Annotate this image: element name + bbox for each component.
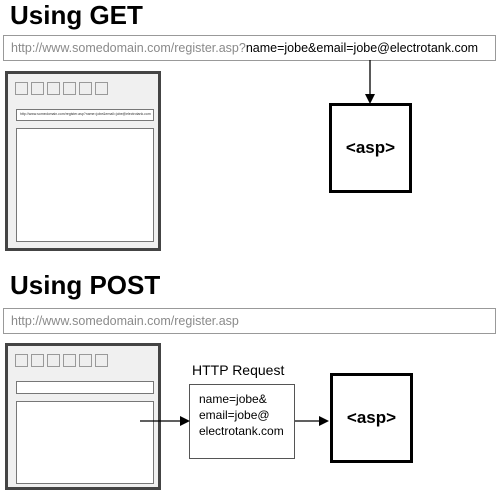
toolbar-button[interactable] xyxy=(63,354,76,367)
toolbar-button[interactable] xyxy=(63,82,76,95)
post-browser-address-field[interactable] xyxy=(16,381,154,394)
post-browser-window xyxy=(5,343,161,490)
get-browser-window: http://www.somedomain.com/register.asp?n… xyxy=(5,71,161,251)
http-request-body: name=jobe& email=jobe@ electrotank.com xyxy=(189,384,295,459)
get-server-box: <asp> xyxy=(329,103,412,193)
post-url-bar[interactable]: http://www.somedomain.com/register.asp xyxy=(3,308,496,334)
get-url-query: name=jobe&email=jobe@electrotank.com xyxy=(245,41,479,55)
toolbar-button[interactable] xyxy=(79,82,92,95)
post-browser-content-area xyxy=(16,401,154,484)
toolbar-button[interactable] xyxy=(31,82,44,95)
request-line: email=jobe@ xyxy=(199,408,270,422)
toolbar-button[interactable] xyxy=(15,354,28,367)
toolbar-button[interactable] xyxy=(47,354,60,367)
toolbar-button[interactable] xyxy=(31,354,44,367)
get-heading: Using GET xyxy=(10,0,143,30)
get-url-base: http://www.somedomain.com/register.asp? xyxy=(11,41,246,55)
toolbar-button[interactable] xyxy=(95,82,108,95)
request-to-server-arrow xyxy=(295,416,329,426)
get-browser-content-area xyxy=(16,128,154,242)
toolbar-button[interactable] xyxy=(47,82,60,95)
post-heading: Using POST xyxy=(10,270,161,300)
toolbar-button[interactable] xyxy=(79,354,92,367)
get-url-bar[interactable]: http://www.somedomain.com/register.asp?n… xyxy=(3,35,496,61)
browser-to-request-arrow xyxy=(140,416,190,426)
toolbar-button[interactable] xyxy=(15,82,28,95)
post-server-box: <asp> xyxy=(330,373,413,463)
request-line: electrotank.com xyxy=(199,424,284,438)
toolbar-button[interactable] xyxy=(95,354,108,367)
request-line: name=jobe& xyxy=(199,392,267,406)
http-request-label: HTTP Request xyxy=(192,362,285,378)
get-browser-address-field[interactable]: http://www.somedomain.com/register.asp?n… xyxy=(16,109,154,121)
get-request-arrow xyxy=(365,60,375,104)
